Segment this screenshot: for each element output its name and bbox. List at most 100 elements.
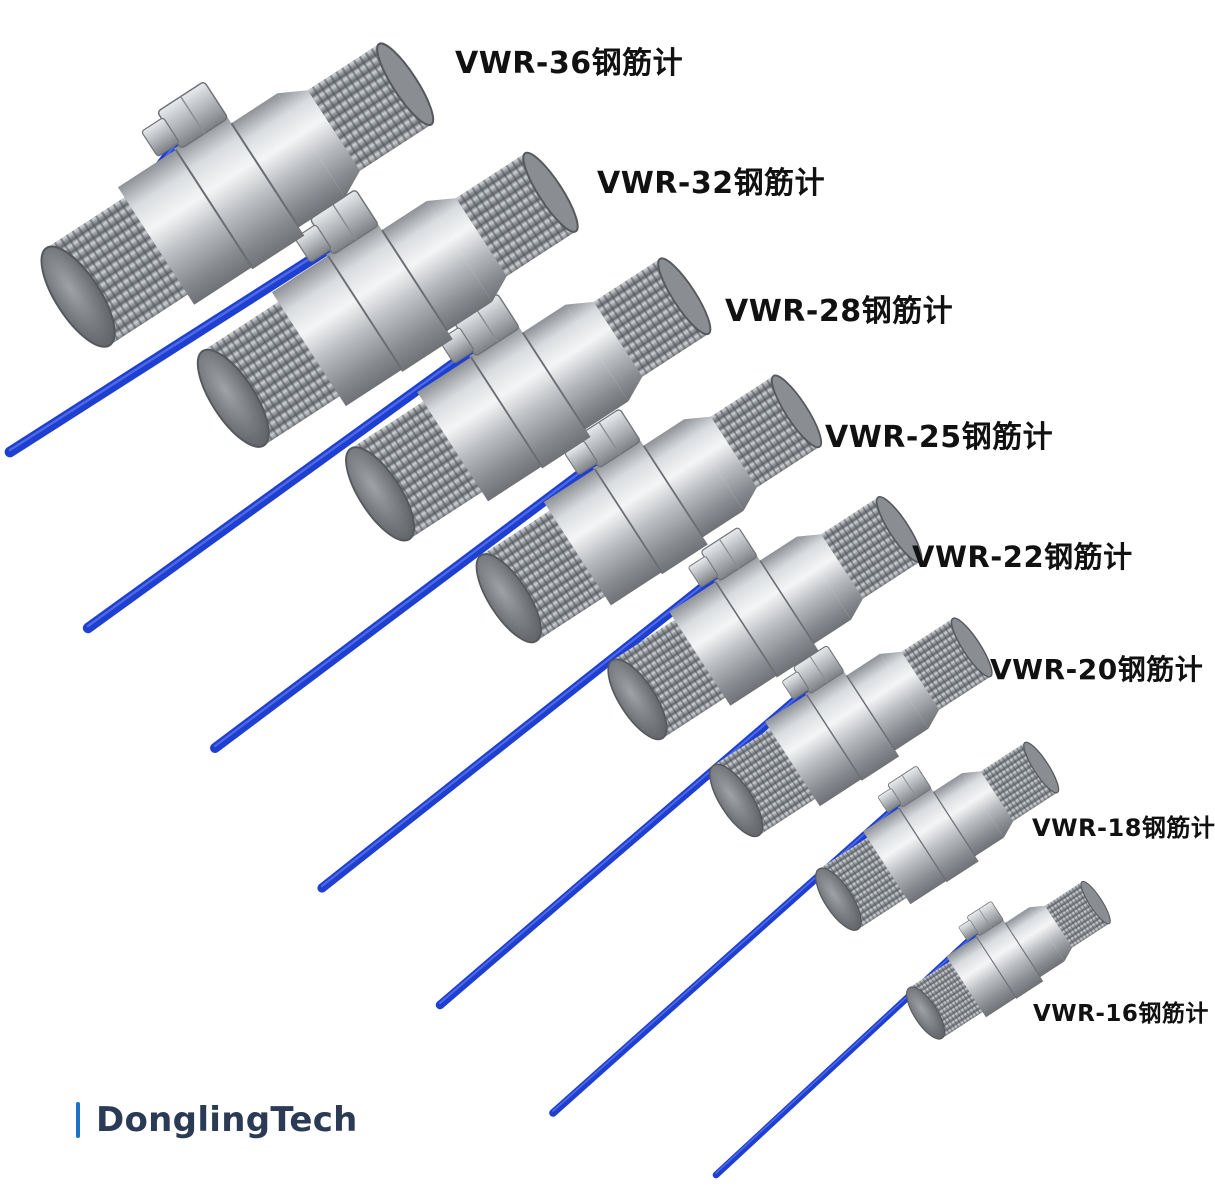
blue-cable [435,683,814,1010]
thread-upper [1045,881,1110,948]
hex-nut-edge [332,203,357,241]
end-face [475,553,542,644]
groove-2 [521,332,587,430]
cable-gland [958,920,979,941]
cylinder-section-3 [846,653,929,751]
sensor-4 [210,374,823,753]
taper [426,198,507,302]
groove-2 [932,791,976,857]
blue-cable [712,928,982,1179]
cylinder-section-3 [231,93,345,228]
end-face [709,763,764,838]
cable-gland [688,556,719,587]
thread-upper [307,43,432,171]
thread-lower [818,836,908,930]
thread-upper [455,153,576,277]
cylinder-section-2 [173,114,305,270]
sensor-body [345,257,712,542]
cable-highlight [552,799,903,1112]
groove-1 [327,255,403,371]
model-label-4: VWR-25钢筋计 [825,420,1054,455]
upper-end [657,257,712,336]
groove-1 [714,581,778,677]
upper-end [950,617,993,678]
cable-highlight [715,929,980,1174]
thread-upper [710,375,820,488]
end-face [607,658,668,741]
cylinder-section-2 [326,221,453,372]
blue-cable [82,342,481,634]
groove-2 [1004,922,1041,978]
sensor-3 [82,257,712,634]
model-label-1: VWR-36钢筋计 [455,46,684,81]
thread-lower [202,300,342,446]
hex-nut-edge [718,538,740,570]
groove-1 [898,807,947,882]
blue-cable [210,455,604,753]
sensor-body [906,880,1111,1040]
taper [962,771,1014,838]
groove-2 [845,675,896,751]
hex-nut-edge [809,655,828,684]
end-face [815,867,862,931]
cylinder-section-2 [714,553,819,678]
groove-1 [174,149,253,268]
groove-1 [975,936,1017,998]
cable-gland [782,671,809,700]
thread-upper [821,497,921,599]
thread-lower [350,400,484,540]
cable-gland [877,788,901,813]
cylinder-section-1 [669,581,778,706]
model-label-5: VWR-22钢筋计 [912,540,1133,574]
cable-highlight [86,345,477,628]
blue-cable [4,240,338,458]
brand-name: DonglingTech [96,1100,358,1140]
cylinder-section-2 [469,324,591,469]
blue-cable [317,569,724,893]
taper [796,534,864,620]
end-face [40,245,116,348]
cable-highlight [8,243,334,452]
thread-lower [713,728,817,836]
cylinder-section-2 [805,669,900,781]
cylinder-section-3 [760,536,851,644]
sensor-2 [4,151,579,458]
sensor-1 [40,42,435,348]
cylinder-section-2 [975,918,1044,999]
end-face [345,446,416,542]
sensor-body [196,151,579,448]
sensor-7 [549,741,1060,1117]
thread-upper [593,258,709,377]
cylinder-section-3 [381,200,493,331]
taper [277,90,361,198]
sensor-body [40,42,435,348]
upper-end [771,374,823,449]
thread-lower [46,196,190,346]
thread-lower [909,960,984,1039]
cylinder-section-1 [863,807,947,905]
sensor-8 [712,880,1111,1179]
thread-upper [901,618,991,710]
cylinder-section-3 [522,304,629,430]
cylinder-section-1 [117,149,253,305]
upper-end [875,495,923,563]
upper-end [1023,741,1060,794]
thread-lower [612,619,727,739]
cylinder-section-3 [933,773,1004,857]
groove-2 [642,445,704,538]
cylinder-section-1 [543,468,663,606]
upper-end [376,42,435,127]
sensor-body [475,374,823,644]
sensor-5 [317,495,923,893]
thread-lower [480,509,607,642]
model-label-6: VWR-20钢筋计 [990,653,1204,686]
cylinder-section-2 [897,786,979,883]
cylinder-section-1 [946,936,1017,1018]
cylinder-section-3 [643,419,744,538]
blue-cable [549,798,906,1117]
sensor-body [709,617,993,838]
sensor-body [607,495,923,741]
taper [684,416,757,511]
